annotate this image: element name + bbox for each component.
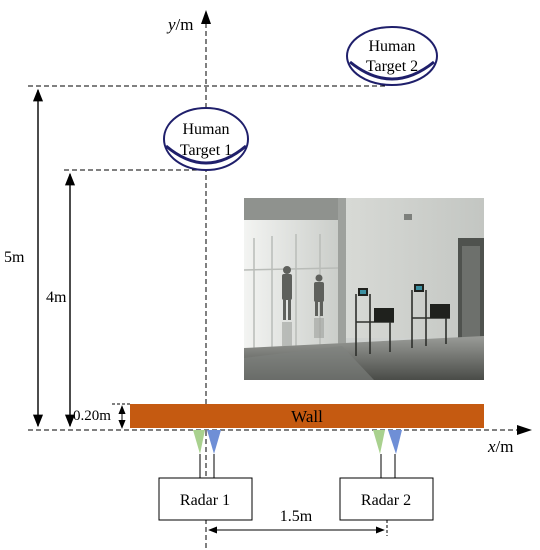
x-axis-arrow-icon [517,425,532,435]
radar-1-antennas [193,430,221,478]
radar-1-tx-beam-icon [193,430,205,454]
radar-2-antennas [373,430,402,478]
wall-label: Wall [291,407,323,426]
human-target-2: Human Target 2 [346,26,438,86]
target-1-line1: Human [182,121,229,138]
radar-2-tx-beam-icon [373,430,385,454]
x-axis-label: x/m [487,437,514,456]
scene-photo [244,198,484,380]
radar-1-box: Radar 1 [158,477,253,521]
target-2-line1: Human [368,38,415,55]
human-target-1: Human Target 1 [163,107,249,171]
dimension-label-wall: 0.20m [73,408,111,424]
radar-2-rx-beam-icon [388,430,402,454]
dimension-label-5m: 5m [4,249,25,266]
y-axis-arrow-icon [201,10,211,24]
radar-1-rx-beam-icon [207,430,221,454]
radar-2-box: Radar 2 [339,477,434,521]
dimension-label-4m: 4m [46,289,67,306]
radar-1-label: Radar 1 [180,492,230,509]
wall: Wall [130,404,484,428]
target-2-line2: Target 2 [366,58,418,75]
dimension-label-radar-spacing: 1.5m [280,508,313,525]
y-axis-label: y/m [166,15,194,34]
target-1-line2: Target 1 [180,142,232,159]
radar-2-label: Radar 2 [361,492,411,509]
